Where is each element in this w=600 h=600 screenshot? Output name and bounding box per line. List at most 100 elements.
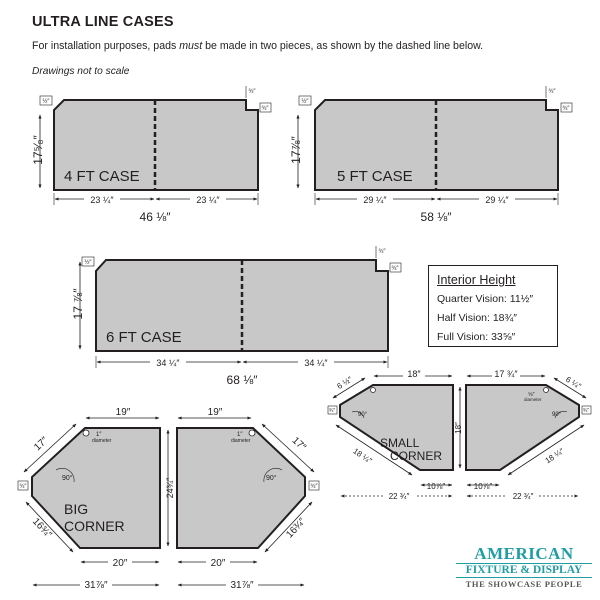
- small-corner-right-pad: [465, 384, 580, 471]
- case-5ft: 5 FT CASE ½″ ¾″ ¾″ 17⅞″ 29 ¼″ 29 ¼″ 58 ⅛…: [289, 86, 573, 224]
- small-corner-left-total-bg: [383, 490, 415, 500]
- big-corner-left-edge-box: [17, 480, 29, 491]
- big-corner-right-hole: [248, 429, 256, 437]
- case-6ft-notch-right-side: ¾″: [391, 266, 399, 272]
- small-corner-left-side-dim: [335, 424, 413, 476]
- interior-height-half: Half Vision: 18¾″: [437, 312, 517, 324]
- small-corner-right-top: 17 ¾″: [494, 369, 518, 379]
- case-5ft-right: 29 ¼″: [485, 195, 509, 205]
- big-corner-right-angle: 90°: [266, 474, 277, 482]
- big-corner-left-bottom: 20″: [113, 558, 128, 569]
- small-corner-right-diag-dim: [553, 377, 587, 399]
- small-corner-right-hole: [543, 387, 549, 393]
- big-corner-left-top: 19″: [116, 407, 131, 418]
- big-corner-right-total: 31⅞″: [230, 580, 253, 591]
- small-corner-right-inner: 10⅞″: [474, 482, 493, 491]
- case-5ft-notch-right-box: [560, 102, 573, 113]
- case-4ft-notch-right-top: ¾″: [248, 89, 256, 95]
- case-6ft-right-bg: [298, 356, 334, 368]
- small-corner-left-inner: 10⅞″: [427, 482, 446, 491]
- intro-emphasis: must: [179, 40, 203, 52]
- big-corner-left-diag: 17″: [32, 435, 51, 453]
- case-4ft-left: 23 ¼″: [90, 195, 114, 205]
- case-6ft: 6 FT CASE ½″ ¾″ ¾″ 17 ⅞″ 34 ¼″ 34 ¼″ 68 …: [71, 246, 402, 387]
- interior-height-quarter: Quarter Vision: 11½″: [437, 293, 534, 305]
- big-corner-right-side-dim: [264, 501, 313, 553]
- intro-before: For installation purposes, pads: [32, 40, 180, 52]
- small-corner-label-line2: CORNER: [390, 449, 442, 463]
- small-corner-right: ⅝″ diameter 90° 17 ¾″ 6 ¼″ ¾″ 18 ¼″ 10⅞″…: [465, 369, 592, 501]
- big-corner-right-top: 19″: [208, 407, 223, 418]
- big-corner-right-side: 16¾″: [284, 516, 308, 541]
- page-title: ULTRA LINE CASES: [32, 14, 174, 30]
- case-5ft-right-bg: [479, 193, 515, 205]
- big-corner-right: 1″ diameter 90° 19″ 17″ 16¾″ ¾″ 20″ 31⅞″: [176, 406, 320, 591]
- big-corner-left-hole-word: diameter: [92, 438, 112, 444]
- case-6ft-notch-top: ½″: [84, 259, 92, 266]
- intro-after: be made in two pieces, as shown by the d…: [202, 40, 484, 52]
- big-corner-right-top-bg: [204, 406, 226, 417]
- case-6ft-left: 34 ¼″: [156, 358, 180, 368]
- big-corner-left: 1″ diameter 90° BIG CORNER 19″ 17″ 16¾″ …: [17, 406, 161, 591]
- small-corner-right-edge: ¾″: [583, 408, 590, 414]
- case-5ft-label: 5 FT CASE: [337, 168, 413, 185]
- case-5ft-notch-right-side: ¾″: [562, 106, 570, 112]
- case-6ft-label: 6 FT CASE: [106, 329, 182, 346]
- small-corner-left: 90° SMALL CORNER 18″ 6 ½″ ¾″ 18 ¼″ 10⅞″ …: [327, 369, 454, 501]
- small-corner-left-angle-arc: [351, 411, 365, 419]
- big-corner-left-bottom-bg: [108, 556, 132, 567]
- case-6ft-notch-top-box: [81, 256, 95, 267]
- small-corner-right-diag: 6 ¼″: [564, 375, 583, 391]
- big-corner-right-total-bg: [226, 578, 258, 590]
- small-corner-right-hole-size: ⅝″: [528, 392, 535, 398]
- big-corner-left-hole-size: 1″: [96, 432, 102, 438]
- case-6ft-height: 17 ⅞″: [71, 288, 85, 320]
- big-corner-left-side: 16¾″: [30, 516, 54, 541]
- big-corner-label-line2: CORNER: [64, 518, 125, 534]
- scale-note: Drawings not to scale: [32, 66, 130, 77]
- small-corner-left-total: 22 ¾″: [389, 492, 410, 501]
- big-corner-label-line1: BIG: [64, 501, 88, 517]
- case-5ft-total: 58 ⅛″: [421, 210, 453, 224]
- small-corner-right-total-bg: [507, 490, 539, 500]
- big-corner-right-diag: 17″: [290, 435, 309, 453]
- case-5ft-left-bg: [357, 193, 393, 205]
- case-5ft-notch-top: ½″: [301, 98, 309, 105]
- small-corner-left-side: 18 ¼″: [351, 446, 373, 465]
- case-6ft-notch-right-top: ¾″: [378, 249, 386, 255]
- company-logo: AMERICAN FIXTURE & DISPLAY THE SHOWCASE …: [456, 545, 592, 590]
- case-4ft-notch-right-side: ¾″: [261, 106, 269, 112]
- big-corner-right-bottom: 20″: [211, 558, 226, 569]
- case-4ft-right: 23 ¼″: [196, 195, 220, 205]
- small-corner-right-angle: 90°: [552, 412, 562, 418]
- case-6ft-right: 34 ¼″: [304, 358, 328, 368]
- big-corner-left-angle: 90°: [62, 474, 73, 482]
- small-corner-label-line1: SMALL: [380, 436, 420, 450]
- big-corner-height: 24¾″: [165, 477, 175, 499]
- case-6ft-notch-right-box: [389, 262, 402, 273]
- case-5ft-height: 17⅞″: [289, 135, 303, 163]
- case-6ft-pad: [95, 259, 389, 352]
- small-corner-right-side-dim: [507, 424, 585, 476]
- case-4ft-notch-top: ½″: [42, 98, 50, 105]
- big-corner-left-total-bg: [80, 578, 112, 590]
- big-corner-right-hole-word: diameter: [231, 438, 251, 444]
- small-corner-left-top: 18″: [407, 369, 421, 379]
- big-corner-left-total: 31⅞″: [84, 580, 107, 591]
- big-corner-right-diag-dim: [261, 423, 315, 473]
- big-corner-left-hole: [82, 429, 90, 437]
- small-corner-left-edge-box: [327, 405, 338, 415]
- case-4ft-label: 4 FT CASE: [64, 168, 140, 185]
- small-corner-left-diag: 6 ½″: [335, 375, 354, 391]
- small-corner-left-top-bg: [403, 369, 425, 379]
- big-corner-left-diag-dim: [23, 423, 77, 473]
- big-corner-left-side-dim: [25, 501, 74, 553]
- small-corner-height: 18″: [454, 422, 463, 434]
- case-5ft-notch-top-box: [298, 95, 312, 106]
- small-corner-right-top-bg: [492, 369, 520, 379]
- small-corner-right-hole-word: diameter: [524, 397, 542, 402]
- case-4ft-notch-top-box: [39, 95, 53, 106]
- big-corner-left-top-bg: [112, 406, 134, 417]
- small-corner-left-diag-dim: [332, 377, 366, 399]
